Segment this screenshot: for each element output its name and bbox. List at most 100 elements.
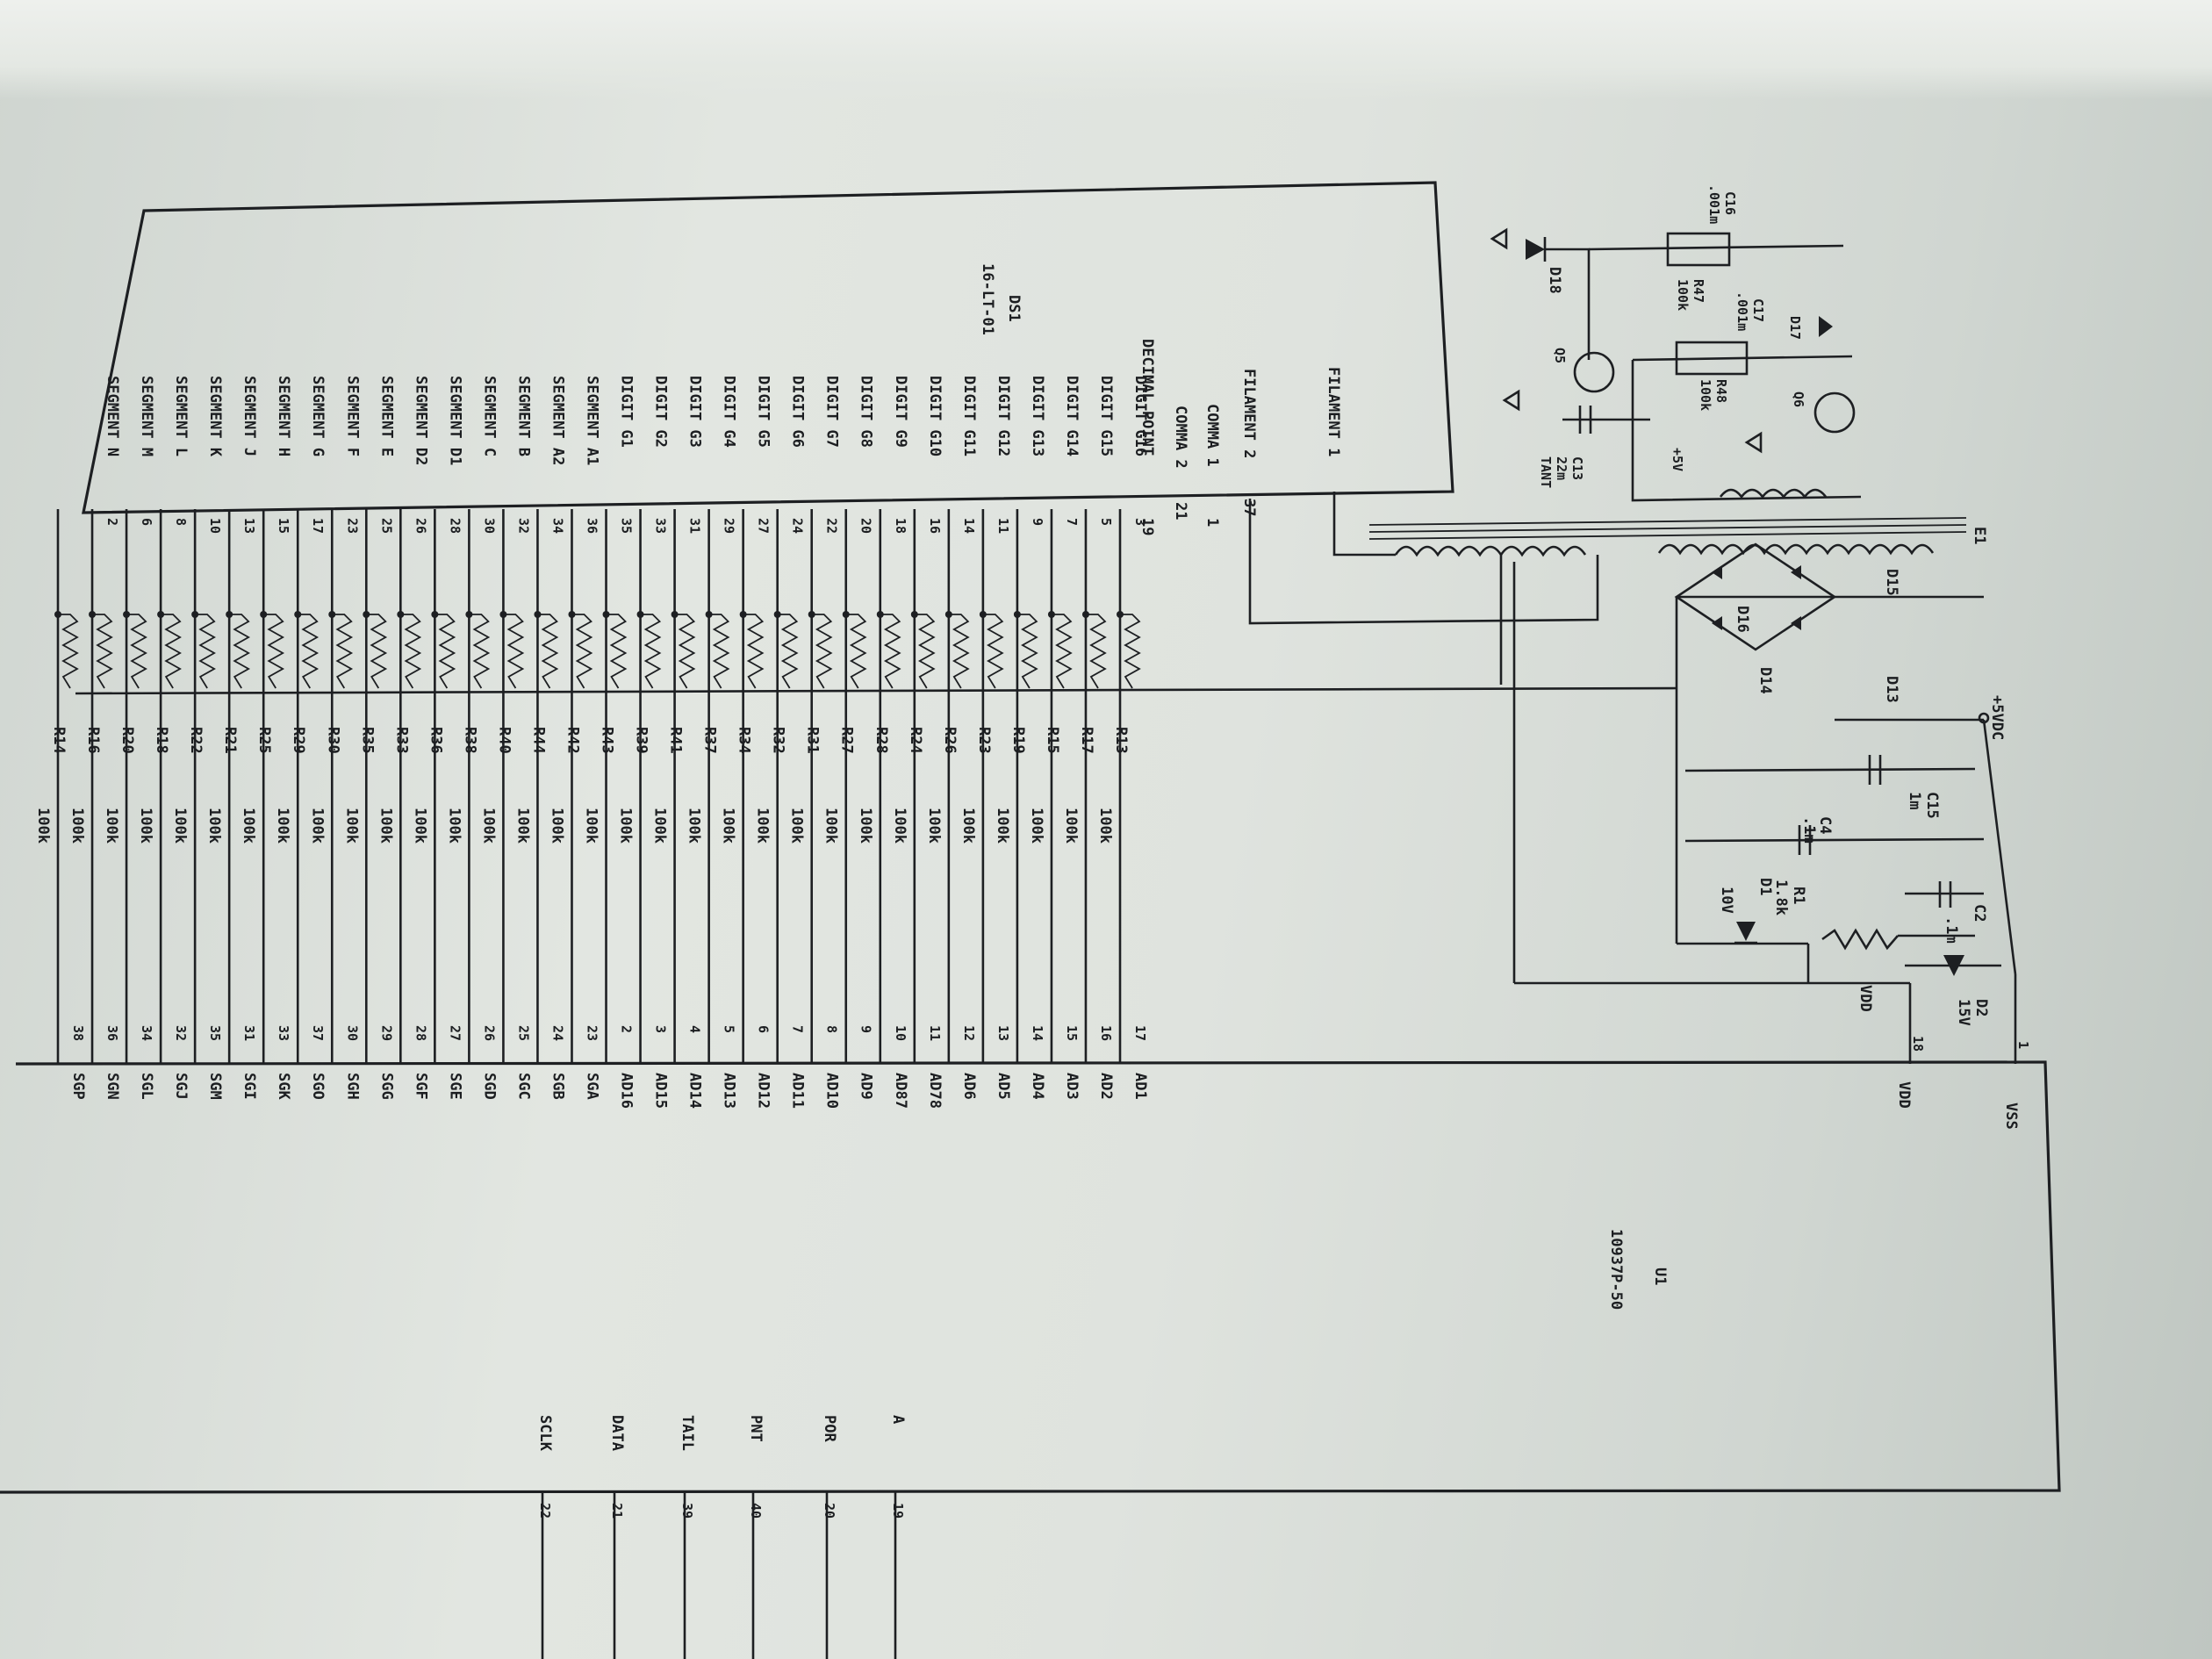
u1-bottom-pin-number: 22 bbox=[537, 1503, 553, 1519]
filament-1-wire bbox=[1332, 492, 1396, 557]
u1-bottom-pin-number: 39 bbox=[679, 1503, 695, 1519]
pullup-resistor bbox=[743, 614, 765, 689]
junction-dot bbox=[705, 611, 713, 618]
display-signal-label: SEGMENT K bbox=[206, 376, 224, 457]
u1-pin-number: 31 bbox=[241, 1025, 257, 1041]
pullup-resistor bbox=[126, 614, 147, 689]
resistor-value: 100k bbox=[857, 808, 874, 844]
u1-pin-number: 37 bbox=[310, 1025, 326, 1041]
c17-ref: C17 bbox=[1750, 298, 1766, 322]
resistor-value: 100k bbox=[651, 808, 669, 844]
junction-dot bbox=[499, 611, 507, 618]
resistor-ref: R23 bbox=[975, 727, 993, 754]
u1-pin-number: 32 bbox=[173, 1025, 189, 1041]
u1-pin-number: 11 bbox=[927, 1025, 943, 1041]
resistor-ref: R42 bbox=[564, 727, 581, 754]
u1-signal-label: SGH bbox=[343, 1073, 361, 1100]
resistor-ref: R37 bbox=[701, 727, 719, 754]
u1-pin-number: 12 bbox=[961, 1025, 977, 1041]
resistor-ref: R25 bbox=[255, 727, 273, 754]
resistor-value: 100k bbox=[1028, 808, 1045, 844]
resistor-ref: R41 bbox=[667, 727, 685, 754]
u1-pin-number: 35 bbox=[207, 1025, 223, 1041]
display-signal-label: SEGMENT A2 bbox=[549, 376, 566, 465]
pullup-resistor bbox=[434, 614, 456, 689]
resistor-ref: R39 bbox=[633, 727, 650, 754]
c4-wire bbox=[1684, 837, 1985, 843]
junction-dot bbox=[636, 611, 644, 618]
ground-q5 bbox=[1502, 389, 1520, 412]
resistor-value: 100k bbox=[479, 808, 497, 844]
pullup-resistor bbox=[503, 614, 525, 689]
pullup-resistor bbox=[811, 614, 833, 689]
e1-winding-1 bbox=[1394, 545, 1503, 557]
vdc-label: +5VDC bbox=[1988, 695, 2006, 740]
ds1-ref: DS1 bbox=[1005, 295, 1023, 322]
e1-core-2 bbox=[1368, 524, 1967, 533]
display-pin-number: 28 bbox=[447, 518, 463, 534]
display-signal-label: SEGMENT F bbox=[343, 376, 361, 456]
u1-pin-number: 10 bbox=[893, 1025, 908, 1041]
junction-dot bbox=[1013, 611, 1021, 618]
u1-pin-number: 25 bbox=[515, 1025, 531, 1041]
u1-signal-label: AD3 bbox=[1063, 1073, 1081, 1100]
filament-1-label: FILAMENT 1 bbox=[1325, 367, 1342, 456]
resistor-ref: R43 bbox=[599, 727, 616, 754]
display-signal-label: SEGMENT M bbox=[138, 376, 155, 456]
resistor-value: 100k bbox=[411, 808, 428, 844]
d2-ref: D2 bbox=[1972, 999, 1990, 1016]
junction-dot bbox=[465, 611, 473, 618]
resistor-value: 100k bbox=[34, 808, 52, 844]
u1-signal-label: SGJ bbox=[172, 1073, 190, 1100]
display-pin-number: 3 bbox=[1132, 518, 1148, 526]
q6-symbol bbox=[1813, 391, 1856, 434]
junction-dot bbox=[876, 611, 884, 618]
pullup-resistor bbox=[674, 614, 696, 689]
display-signal-label: DIGIT G4 bbox=[721, 376, 738, 448]
junction-dot bbox=[979, 611, 987, 618]
resistor-ref: R27 bbox=[838, 727, 856, 754]
e1-winding-3 bbox=[1657, 543, 1935, 556]
junction-dot bbox=[431, 611, 439, 618]
d18-symbol bbox=[1526, 239, 1545, 260]
display-pin-number: 10 bbox=[207, 518, 223, 534]
resistor-ref: R18 bbox=[153, 727, 170, 754]
display-pin-number: 20 bbox=[858, 518, 874, 534]
c2-val: .1m bbox=[1943, 916, 1960, 944]
pullup-resistor bbox=[606, 614, 628, 689]
resistor-ref: R31 bbox=[804, 727, 822, 754]
e1-label: E1 bbox=[1971, 527, 1988, 544]
junction-dot bbox=[1117, 611, 1124, 618]
u1-pin-number: 6 bbox=[756, 1025, 772, 1033]
resistor-value: 100k bbox=[686, 808, 703, 844]
display-signal-label: SEGMENT J bbox=[241, 376, 258, 456]
rail-vss bbox=[1982, 719, 2017, 975]
display-pin-number: 35 bbox=[619, 518, 635, 534]
display-signal-label: DIGIT G11 bbox=[960, 376, 978, 456]
display-pin-number: 15 bbox=[276, 518, 291, 534]
resistor-ref: R33 bbox=[392, 727, 410, 754]
display-signal-label: DIGIT G7 bbox=[823, 376, 841, 448]
d18-wire bbox=[1545, 248, 1591, 360]
u1-pin-number: 33 bbox=[276, 1025, 291, 1041]
display-pin-number: 24 bbox=[790, 518, 806, 534]
ds1-part: 16-LT-01 bbox=[979, 263, 996, 335]
display-signal-label: SEGMENT B bbox=[514, 376, 532, 456]
e1-core-1 bbox=[1368, 517, 1967, 526]
resistor-value: 100k bbox=[205, 808, 223, 844]
display-signal-label: SEGMENT D2 bbox=[412, 376, 429, 465]
resistor-ref: R29 bbox=[290, 727, 307, 754]
oscillator: D18 C16 .001m R47 100k D17 C17 .001m R48… bbox=[1490, 184, 1862, 502]
display-signal-label: SEGMENT A1 bbox=[583, 376, 600, 465]
resistor-ref: R30 bbox=[324, 727, 341, 754]
u1-bottom-pin-label: SCLK bbox=[536, 1415, 554, 1452]
u1-pin-number: 7 bbox=[790, 1025, 806, 1033]
junction-dot bbox=[568, 611, 576, 618]
c16-wire bbox=[1588, 244, 1844, 251]
c17-val: .001m bbox=[1734, 291, 1750, 331]
pullup-resistor bbox=[366, 614, 388, 689]
resistor-value: 100k bbox=[754, 808, 772, 844]
display-signal-label: DIGIT G5 bbox=[755, 376, 772, 448]
junction-dot bbox=[226, 611, 233, 618]
